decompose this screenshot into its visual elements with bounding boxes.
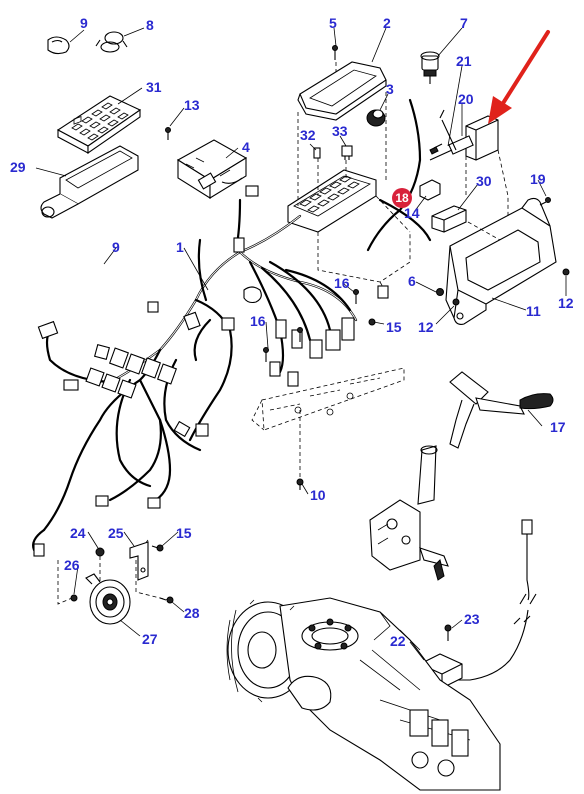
callout-19: 19 xyxy=(530,171,546,187)
part-21-terminal xyxy=(429,143,443,155)
callout-3: 3 xyxy=(386,81,394,97)
part-18-badge xyxy=(392,188,412,208)
callout-5: 5 xyxy=(329,15,337,31)
part-18-label: 18 xyxy=(395,191,409,205)
harness-connectors xyxy=(33,185,389,557)
callout-8: 8 xyxy=(146,17,154,33)
part-27-horn xyxy=(85,573,131,625)
callout-6: 6 xyxy=(408,273,416,289)
callout-28: 28 xyxy=(184,605,200,621)
callout-14: 14 xyxy=(404,205,420,221)
part-9-clip xyxy=(47,36,70,55)
callout-4: 4 xyxy=(242,139,250,155)
callout-12-right: 12 xyxy=(558,295,574,311)
callout-2: 2 xyxy=(383,15,391,31)
callout-15-upper: 15 xyxy=(386,319,402,335)
part-31-fuse-cover xyxy=(56,95,142,155)
callout-16-upper: 16 xyxy=(334,275,350,291)
part-16-screw-b xyxy=(263,327,303,362)
callout-32: 32 xyxy=(300,127,316,143)
part-23-screw xyxy=(444,624,452,641)
part-17-lever-switch xyxy=(449,371,554,449)
callout-25: 25 xyxy=(108,525,124,541)
part-10-screw xyxy=(296,478,304,490)
callout-1: 1 xyxy=(176,239,184,255)
red-pointer-arrow xyxy=(488,30,550,124)
part-25-bracket xyxy=(129,541,149,581)
callout-12-left: 12 xyxy=(418,319,434,335)
part-15-screw-lower xyxy=(151,544,164,552)
part-30-relay xyxy=(431,205,467,233)
leader-lines xyxy=(35,27,567,661)
mounting-plate xyxy=(251,367,405,480)
callout-26: 26 xyxy=(64,557,80,573)
callout-9-mid: 9 xyxy=(112,239,120,255)
callout-10: 10 xyxy=(310,487,326,503)
part-4-control-module xyxy=(176,139,248,199)
part-2-relay-cover xyxy=(297,61,387,121)
part-24-nut xyxy=(95,547,105,557)
part-14-relay xyxy=(419,179,441,201)
part-29-fuse-box xyxy=(40,145,139,219)
callout-22: 22 xyxy=(390,633,406,649)
part-28-screw xyxy=(159,596,174,604)
part-6-nut xyxy=(436,288,444,296)
callout-24: 24 xyxy=(70,525,86,541)
callout-11: 11 xyxy=(526,303,541,319)
callout-21: 21 xyxy=(456,53,472,69)
callout-29: 29 xyxy=(10,159,26,175)
part-19-screw xyxy=(539,197,551,206)
callout-17: 17 xyxy=(550,419,566,435)
part-12-screw-right xyxy=(562,268,570,276)
callout-23: 23 xyxy=(464,611,480,627)
central-relay-block xyxy=(287,169,377,233)
part-32-fuse xyxy=(313,147,321,159)
callout-15-lower: 15 xyxy=(176,525,192,541)
part-12-screw-left xyxy=(452,298,460,306)
guide-lines-upper xyxy=(297,62,509,293)
part-20-relay-socket xyxy=(429,109,499,161)
part-7-switch xyxy=(420,51,440,84)
part-16-screw-a xyxy=(353,289,359,304)
callout-30: 30 xyxy=(476,173,492,189)
callout-labels: 9 8 5 2 7 31 13 4 3 32 33 21 20 29 19 30… xyxy=(10,15,574,649)
callout-7: 7 xyxy=(460,15,468,31)
callout-20: 20 xyxy=(458,91,474,107)
part-33-relay xyxy=(341,145,353,160)
steering-column xyxy=(369,445,449,581)
highlight-18: 18 xyxy=(392,188,412,208)
callout-16-lower: 16 xyxy=(250,313,266,329)
callout-31: 31 xyxy=(146,79,162,95)
part-13-screw xyxy=(165,127,171,140)
part-8-hose-clamp xyxy=(95,31,128,53)
callout-13: 13 xyxy=(184,97,200,113)
part-11-mounting-bracket xyxy=(445,197,557,325)
sensor-cable xyxy=(454,519,537,681)
part-3-buzzer xyxy=(366,109,386,127)
part-26-screw xyxy=(70,594,78,602)
part-5-screw xyxy=(332,45,338,60)
callout-33: 33 xyxy=(332,123,348,139)
callout-9-top: 9 xyxy=(80,15,88,31)
callout-27: 27 xyxy=(142,631,158,647)
axle-housing xyxy=(226,597,501,791)
